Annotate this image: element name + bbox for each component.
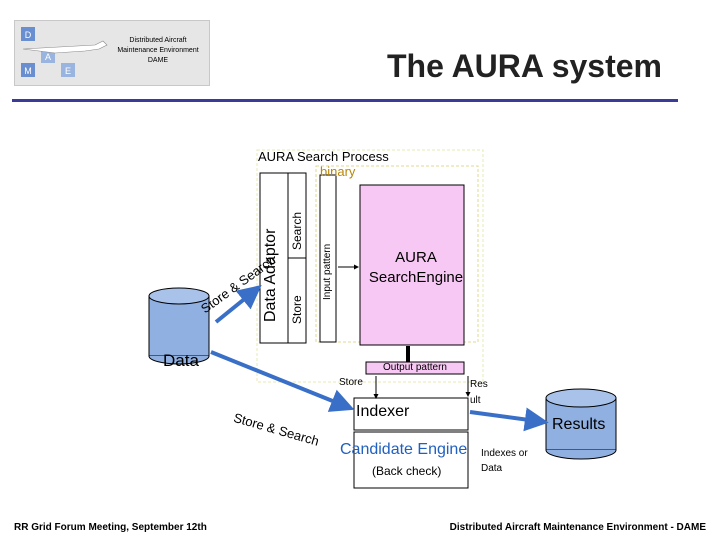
result-line-2: ult (470, 395, 481, 406)
binary-frame (315, 165, 479, 343)
dame-logo: D A M E (14, 20, 210, 86)
logo-letter-d: D (25, 30, 32, 40)
title-rule (12, 99, 678, 102)
data-cylinder (148, 287, 210, 365)
back-check-label: (Back check) (372, 464, 442, 478)
adaptor-store-label: Store (290, 295, 304, 324)
engine-line-1: AURA (395, 249, 437, 266)
input-pattern-label: Input pattern (322, 243, 333, 300)
logo-letter-m: M (24, 66, 32, 76)
aura-engine-box (359, 184, 465, 346)
engine-line-2: SearchEngine (368, 269, 464, 286)
logo-line-1: Distributed Aircraft (129, 37, 187, 44)
input-pattern-box (319, 174, 337, 343)
output-pattern-box (365, 361, 465, 375)
page-title: The AURA system (386, 48, 662, 84)
data-label: Data (163, 351, 199, 370)
indexer-label: Indexer (356, 403, 410, 420)
store-search-arrow-upper (214, 284, 262, 324)
footer-left: RR Grid Forum Meeting, September 12th (14, 522, 207, 533)
output-pattern-label: Output pattern (383, 362, 447, 373)
candidate-engine-box (353, 431, 469, 489)
indexes-line-2: Data (481, 463, 503, 474)
results-cylinder (545, 388, 617, 460)
search-process-frame (256, 149, 484, 383)
logo-caption: Distributed Aircraft Maintenance Environ… (108, 36, 208, 66)
logo-letter-e: E (65, 66, 71, 76)
indexes-line-1: Indexes or (481, 448, 528, 459)
aura-engine-label: AURA SearchEngine (362, 248, 470, 288)
results-label: Results (552, 416, 606, 433)
adaptor-search-label: Search (290, 211, 304, 250)
dame-logo-graphic: D A M E (21, 27, 108, 77)
data-adaptor-label: Data Adaptor (262, 228, 279, 322)
binary-label: binary (320, 164, 356, 179)
indexer-box (353, 397, 469, 431)
logo-letter-a: A (45, 52, 51, 62)
logo-line-3: DAME (147, 57, 169, 64)
result-line-1: Res (470, 379, 488, 390)
footer-right: Distributed Aircraft Maintenance Environ… (449, 522, 706, 533)
candidate-engine-label: Candidate Engine (340, 441, 468, 458)
results-arrow (469, 407, 549, 432)
store-search-arrow-lower (210, 350, 355, 412)
search-process-label: AURA Search Process (258, 149, 389, 164)
logo-line-2: Maintenance Environment (117, 47, 199, 54)
store-label: Store (339, 377, 363, 388)
indexes-label: Indexes or Data (481, 446, 551, 476)
result-label: Res ult (470, 377, 500, 409)
